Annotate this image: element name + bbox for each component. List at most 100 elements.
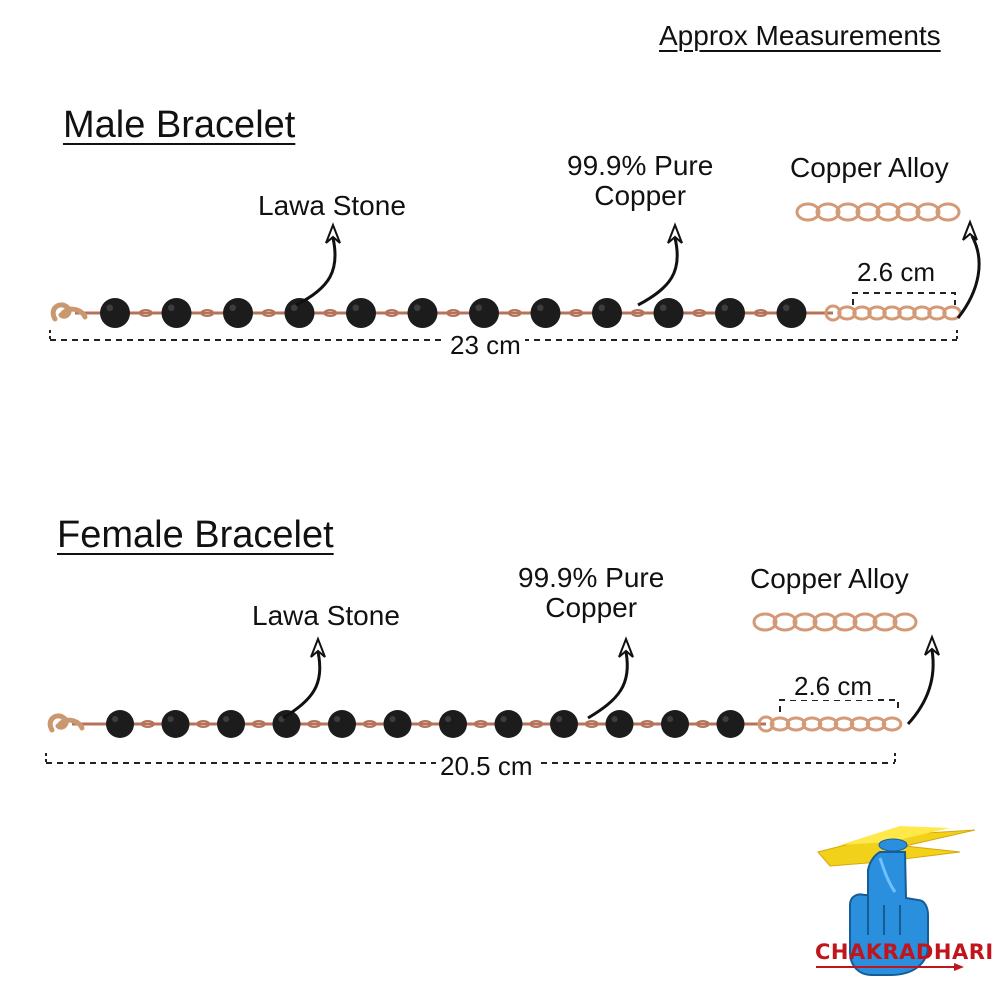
wire-loop [584,720,599,728]
wire-loop [640,720,655,728]
wire-loop [473,720,488,728]
hook-clasp [47,713,85,733]
jump-ring [757,715,775,733]
chain-link [769,716,791,732]
male-total-measure: 23 cm [446,331,525,359]
stone-arrow-head [325,222,341,244]
female-stone-label: Lawa Stone [252,600,400,631]
wire-loop [307,720,322,728]
wire-loop [507,309,522,317]
wire-loop [692,309,707,317]
copper-arrow-head [618,636,634,658]
copper-arrow [587,651,629,720]
chain-link [833,716,855,732]
female-copper-label-line1: 99.9% Pure [518,562,665,593]
wire-loop [323,309,338,317]
alloy-chain-detail-link [855,202,881,222]
bead-highlight [334,716,341,723]
hook-clasp [50,302,88,322]
wire-loop [630,309,645,317]
extension-length-bracket [779,699,899,712]
bead-highlight [352,304,360,312]
alloy-arrow-head [962,219,978,241]
approx-measurements-note: Approx Measurements [659,20,941,51]
female-extension-measure: 2.6 cm [790,672,877,700]
bead-highlight [475,304,483,312]
alloy-arrow [956,235,981,319]
bead-highlight [167,304,175,312]
female-alloy-label: Copper Alloy [750,563,909,594]
wire-loop [196,720,211,728]
wire-loop [140,720,155,728]
female-total-measure: 20.5 cm [436,752,537,780]
chain-link [785,716,807,732]
extension-length-bracket [852,292,956,305]
bead-highlight [389,716,396,723]
alloy-chain-detail-link [895,202,921,222]
alloy-chain-detail-link [795,202,821,222]
bead-highlight [229,304,237,312]
bead-highlight [413,304,421,312]
alloy-chain-detail-link [815,202,841,222]
chain-link [849,716,871,732]
male-copper-label: 99.9% Pure Copper [567,151,713,211]
alloy-chain-detail-link [892,612,918,632]
bead-highlight [721,304,729,312]
wire-loop [261,309,276,317]
alloy-chain-detail-link [852,612,878,632]
alloy-chain-detail-link [772,612,798,632]
bead-highlight [112,716,119,723]
female-copper-label-line2: Copper [545,592,638,623]
bead-highlight [445,716,452,723]
alloy-chain-detail-link [875,202,901,222]
wire-loop [362,720,377,728]
male-alloy-label: Copper Alloy [790,152,949,183]
bead-highlight [782,304,790,312]
stone-arrow-head [310,636,326,658]
wire-loop [753,309,768,317]
wire-loop [695,720,710,728]
wire-loop [251,720,266,728]
chain-link [881,716,903,732]
alloy-chain-detail-link [935,202,961,222]
wire-loop [569,309,584,317]
chain-link [817,716,839,732]
bead-highlight [106,304,114,312]
wire-loop [200,309,215,317]
hand-icon [849,851,929,976]
male-bracelet-title: Male Bracelet [63,104,296,146]
female-copper-label: 99.9% Pure Copper [518,563,664,623]
bead-highlight [667,716,674,723]
male-copper-label-line2: Copper [594,180,687,211]
alloy-chain-detail-link [812,612,838,632]
bead-highlight [611,716,618,723]
wire-loop [384,309,399,317]
alloy-chain-detail-link [832,612,858,632]
alloy-chain-detail-link [792,612,818,632]
male-stone-label: Lawa Stone [258,190,406,221]
stone-arrow [282,651,322,720]
copper-arrow [637,237,679,307]
bead-highlight [167,716,174,723]
bead-highlight [290,304,298,312]
copper-arrow-head [667,222,683,244]
wire-loop [138,309,153,317]
chain-link [865,716,887,732]
stone-arrow [295,237,337,307]
wire-loop [418,720,433,728]
alloy-chain-detail-link [872,612,898,632]
brand-name: CHAKRADHARI [815,940,994,964]
alloy-chain-detail-link [752,612,778,632]
bead-highlight [500,716,507,723]
bead-highlight [223,716,230,723]
alloy-arrow-head [924,634,940,656]
female-bracelet-title: Female Bracelet [57,514,334,556]
bead-highlight [659,304,667,312]
bead-highlight [598,304,606,312]
alloy-arrow [906,649,935,726]
male-extension-measure: 2.6 cm [853,258,940,286]
bead-highlight [536,304,544,312]
male-copper-label-line1: 99.9% Pure [567,150,714,181]
